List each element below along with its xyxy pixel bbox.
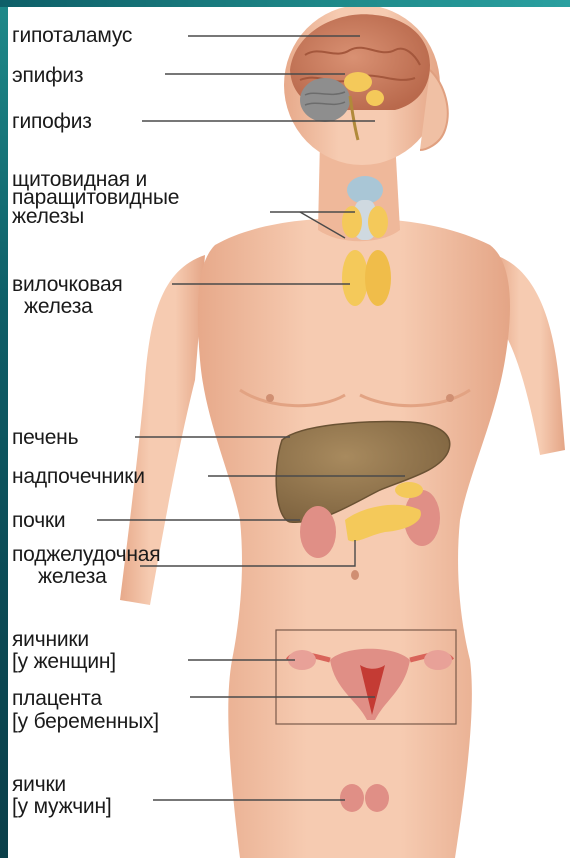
label-kidneys: почки: [12, 511, 65, 530]
label-pancreas-line2: железа: [38, 567, 107, 586]
label-placenta-line1: плацента: [12, 689, 102, 708]
label-pancreas-line1: поджелудочная: [12, 545, 160, 564]
label-placenta-line2: [у беременных]: [12, 712, 159, 731]
label-liver: печень: [12, 428, 78, 447]
label-ovaries-line2: [у женщин]: [12, 652, 116, 671]
label-testes-line1: яички: [12, 775, 66, 794]
label-thyroid-line3: железы: [12, 207, 84, 226]
label-thymus-line1: вилочковая: [12, 275, 123, 294]
frame-top-border: [0, 0, 570, 7]
thyroid-organ: [342, 176, 388, 240]
label-hypophysis: гипофиз: [12, 112, 92, 131]
frame-left-border: [0, 0, 8, 858]
label-epiphysis: эпифиз: [12, 66, 83, 85]
label-testes-line2: [у мужчин]: [12, 797, 112, 816]
label-ovaries-line1: яичники: [12, 630, 89, 649]
label-hypothalamus: гипоталамус: [12, 26, 132, 45]
label-thymus-line2: железа: [24, 297, 93, 316]
label-adrenals: надпочечники: [12, 467, 145, 486]
